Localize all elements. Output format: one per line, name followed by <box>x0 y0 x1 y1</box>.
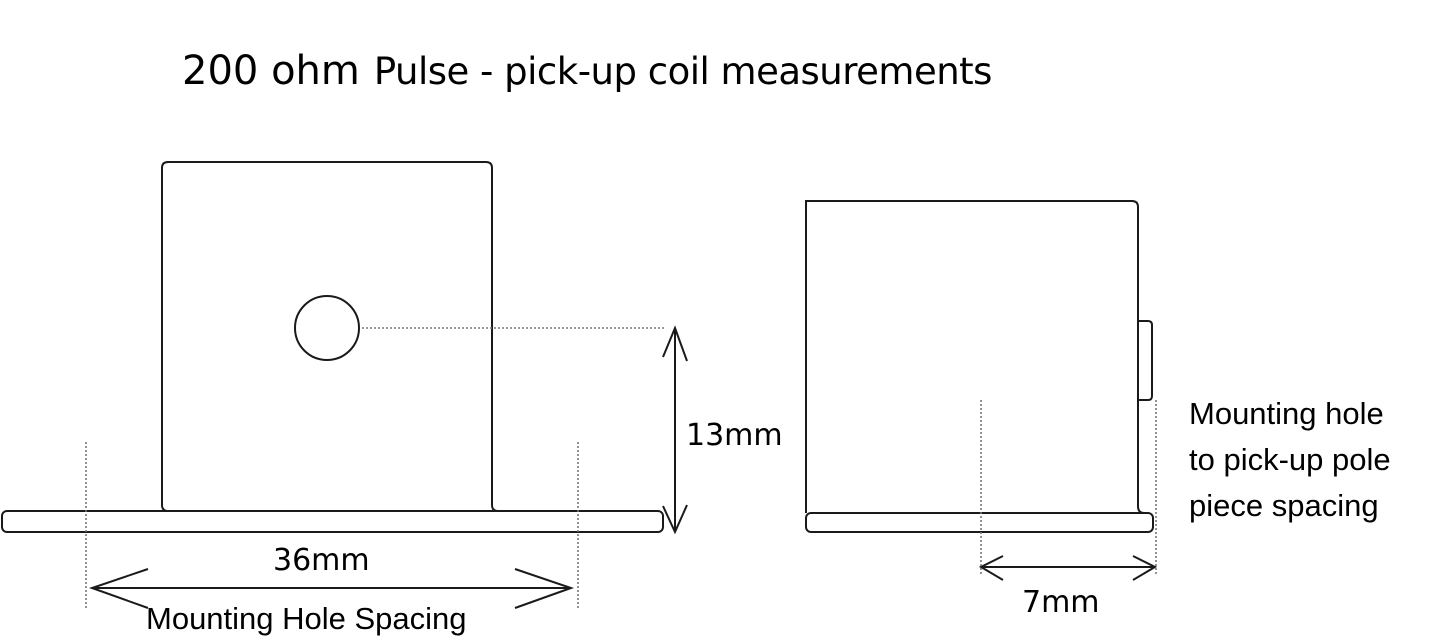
height-dimension-arrow <box>662 325 688 535</box>
side-view-coil-body <box>805 200 1145 514</box>
side-view-pole-piece <box>1138 320 1153 401</box>
front-view-coil-body <box>161 161 499 512</box>
note-line-1: Mounting hole <box>1189 396 1384 431</box>
page-title: 200 ohm Pulse - pick-up coil measurements <box>182 48 992 94</box>
offset-dimension-label: 7mm <box>1022 585 1100 620</box>
height-dimension-label: 13mm <box>686 418 783 453</box>
note-line-3: piece spacing <box>1189 488 1379 523</box>
hole-spacing-caption: Mounting Hole Spacing <box>146 601 467 636</box>
front-view-base-plate <box>1 510 664 533</box>
side-view-note: Mounting hole to pick-up pole piece spac… <box>1189 391 1391 529</box>
offset-dimension-arrow <box>978 555 1158 581</box>
hole-spacing-dimension-label: 36mm <box>273 543 370 578</box>
title-resistance: 200 ohm <box>182 48 360 94</box>
note-line-2: to pick-up pole <box>1189 442 1391 477</box>
title-description: Pulse - pick-up coil measurements <box>373 50 993 93</box>
front-view-pole-piece <box>294 295 360 361</box>
side-view-base-plate <box>805 512 1154 533</box>
hole-spacing-arrow <box>88 568 575 609</box>
